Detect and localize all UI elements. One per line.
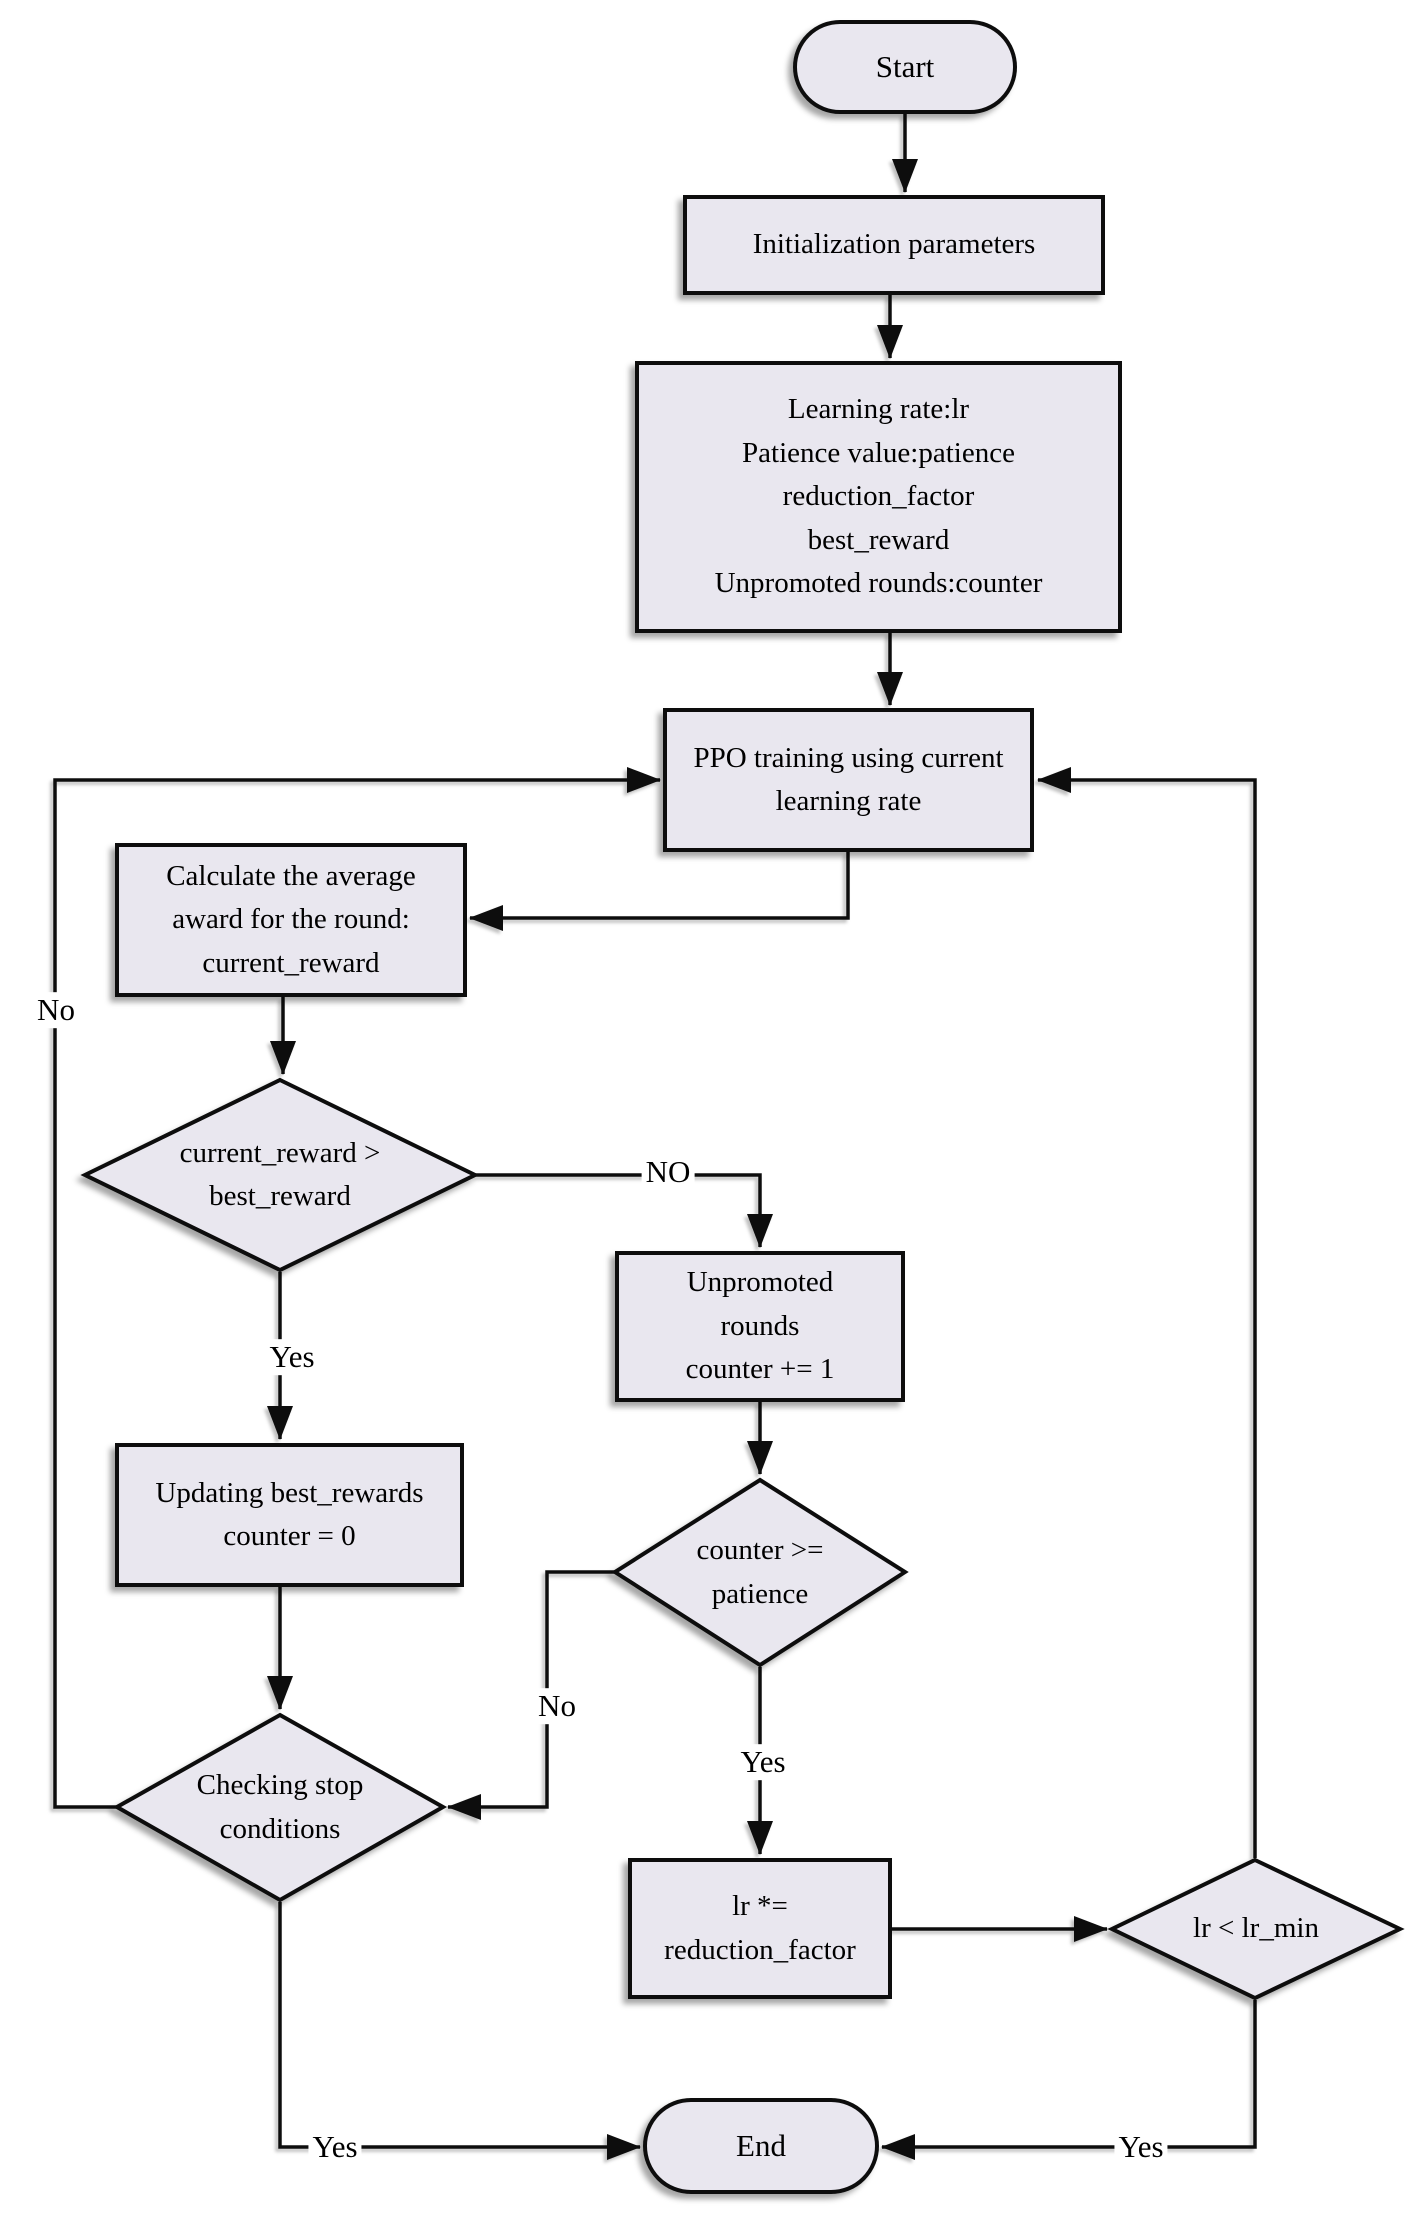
node-start: Start	[875, 48, 935, 84]
edge-stop-check-no-loop	[53, 767, 661, 1809]
node-parameter-list: Learning rate:lr Patience value:patience…	[714, 393, 1043, 600]
start-terminator-shape	[793, 20, 1017, 114]
decision-current-reward-gt-best-reward: current_reward > best_reward	[179, 1136, 381, 1213]
end-terminator-shape	[643, 2098, 879, 2194]
decision-checking-stop-conditions: Checking stop conditions	[196, 1769, 364, 1845]
calc-process-shape	[115, 843, 467, 997]
edge-stop-check-yes	[278, 1902, 641, 2160]
update-best-process-shape	[115, 1443, 464, 1587]
edge-label-reward-check-no: NO	[641, 1154, 695, 1190]
edge-patience-check-no	[447, 1570, 615, 1820]
edge-ppo-to-calc	[469, 852, 850, 931]
node-unpromoted-rounds-counter: Unpromoted rounds counter += 1	[685, 1266, 835, 1386]
patience-check-decision-shape	[611, 1477, 909, 1668]
edge-label-stop-check-yes: Yes	[308, 2129, 362, 2165]
stop-check-decision-shape	[112, 1712, 448, 1903]
init-process-shape	[683, 195, 1105, 295]
edge-label-stop-check-no: No	[33, 992, 79, 1028]
node-calculate-average-award: Calculate the average award for the roun…	[166, 859, 416, 979]
node-reduce-learning-rate: lr *= reduction_factor	[664, 1890, 856, 1966]
edge-reward-check-no	[475, 1173, 773, 1248]
node-initialization-parameters: Initialization parameters	[752, 228, 1036, 261]
edge-lr-min-check-no-loop	[1037, 767, 1257, 1858]
reward-check-decision-shape	[80, 1077, 480, 1273]
node-ppo-training: PPO training using current learning rate	[693, 741, 1004, 818]
decision-lr-lt-lr-min: lr < lr_min	[1193, 1912, 1319, 1945]
ppo-process-shape	[663, 708, 1034, 852]
params-process-shape	[635, 361, 1122, 633]
edge-label-lr-min-check-yes: Yes	[1114, 2129, 1168, 2165]
edge-lr-min-check-yes	[881, 2000, 1257, 2160]
reduce-lr-process-shape	[628, 1858, 892, 1999]
unpromoted-process-shape	[615, 1251, 905, 1402]
lr-min-check-decision-shape	[1107, 1857, 1405, 2001]
edge-label-patience-check-no: No	[534, 1688, 580, 1724]
node-end: End	[736, 2127, 786, 2163]
edge-label-reward-check-yes: Yes	[265, 1339, 319, 1375]
edge-label-patience-check-yes: Yes	[736, 1744, 790, 1780]
node-updating-best-rewards: Updating best_rewards counter = 0	[155, 1476, 424, 1553]
decision-counter-ge-patience: counter >= patience	[696, 1534, 824, 1610]
